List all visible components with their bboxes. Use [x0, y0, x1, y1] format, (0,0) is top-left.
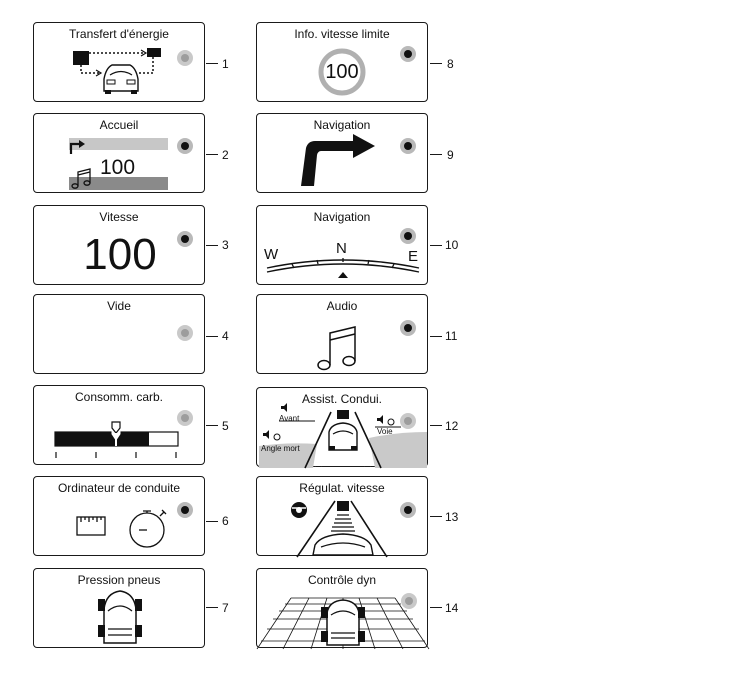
status-indicator — [400, 413, 416, 429]
panel-fuel-consumption: Consomm. carb. — [33, 385, 205, 465]
callout-number: 13 — [445, 510, 459, 524]
panel-cruise-control: Régulat. vitesse — [256, 476, 428, 558]
status-indicator — [177, 50, 193, 66]
callout-number: 14 — [445, 601, 459, 615]
trip-computer-icons — [76, 509, 167, 548]
callout-line — [430, 607, 442, 609]
panel-title: Ordinateur de conduite — [57, 481, 181, 495]
panel-title: Accueil — [99, 118, 139, 132]
steering-wheel-icon — [291, 502, 307, 518]
callout-line — [206, 63, 218, 65]
callout-number: 6 — [222, 514, 229, 528]
stopwatch-icon — [129, 509, 167, 548]
callout-number: 7 — [222, 601, 229, 615]
callout-number: 10 — [445, 238, 459, 252]
compass-west: W — [264, 246, 279, 263]
callout-number: 3 — [222, 238, 229, 252]
callout-number: 11 — [445, 329, 458, 343]
status-indicator — [177, 138, 193, 154]
callout-line — [206, 425, 218, 427]
status-indicator — [177, 325, 193, 341]
callout-line — [206, 154, 218, 156]
panel-title: Transfert d'énergie — [69, 27, 169, 41]
callout-line — [430, 245, 442, 247]
panel-tire-pressure: Pression pneus — [33, 568, 205, 648]
dynamic-control-grid-illustration — [256, 597, 430, 650]
panel-title: Vitesse — [99, 210, 139, 224]
status-indicator — [177, 410, 193, 426]
status-indicator — [400, 46, 416, 62]
home-widgets — [69, 138, 168, 190]
callout-line — [430, 425, 442, 427]
callout-number: 4 — [222, 329, 229, 343]
callout-line — [206, 336, 218, 338]
callout-number: 9 — [447, 148, 454, 162]
speed-limit-sign-icon — [318, 48, 366, 96]
fuel-consumption-bar — [54, 421, 179, 458]
panel-title: Régulat. vitesse — [299, 481, 385, 495]
panel-speed: Vitesse 100 — [33, 205, 205, 285]
callout-line — [206, 607, 218, 609]
status-indicator — [400, 502, 416, 518]
callout-number: 8 — [447, 57, 454, 71]
callout-line — [206, 245, 218, 247]
driver-assist-illustration — [259, 403, 427, 469]
panel-title: Vide — [107, 299, 131, 313]
panel-title: Assist. Condui. — [301, 392, 383, 406]
panel-title: Contrôle dyn — [307, 573, 377, 587]
sound-icon — [263, 403, 383, 439]
panel-title: Info. vitesse limite — [294, 27, 390, 41]
label-lane: Voie — [377, 427, 393, 436]
panel-trip-computer: Ordinateur de conduite — [33, 476, 205, 556]
panel-title: Audio — [326, 299, 358, 313]
panel-home: Accueil 100 — [33, 113, 205, 193]
energy-flow-icon — [73, 48, 161, 94]
panel-audio: Audio — [256, 294, 428, 374]
speed-value: 100 — [83, 230, 157, 279]
panel-navigation-compass: Navigation W N E — [256, 205, 428, 285]
car-top-view-icon — [98, 590, 142, 644]
panel-energy-transfer: Transfert d'énergie — [33, 22, 205, 102]
compass-north: N — [336, 240, 347, 257]
status-indicator — [177, 231, 193, 247]
callout-number: 1 — [222, 57, 229, 71]
callout-line — [430, 154, 442, 156]
status-indicator — [401, 593, 417, 609]
speed-limit-value: 100 — [325, 61, 359, 83]
callout-line — [430, 63, 442, 65]
label-front: Avant — [279, 414, 300, 423]
panel-navigation-turn: Navigation — [256, 113, 428, 193]
callout-line — [430, 336, 442, 338]
status-indicator — [400, 228, 416, 244]
panel-title: Navigation — [313, 210, 371, 224]
panel-title: Consomm. carb. — [74, 390, 164, 404]
status-indicator — [400, 138, 416, 154]
odometer-icon — [76, 516, 106, 536]
callout-number: 5 — [222, 419, 229, 433]
compass-icon — [266, 258, 420, 278]
panel-title: Pression pneus — [77, 573, 161, 587]
callout-line — [430, 516, 442, 518]
callout-line — [206, 521, 218, 523]
compass-east: E — [408, 248, 419, 265]
panel-driver-assist: Assist. Condui. Avant Voie Angle mort — [256, 387, 428, 469]
panel-dynamic-control: Contrôle dyn — [256, 568, 430, 650]
label-blind-spot: Angle mort — [261, 444, 300, 453]
panel-empty: Vide — [33, 294, 205, 374]
music-note-icon — [317, 326, 356, 371]
callout-number: 12 — [445, 419, 459, 433]
status-indicator — [177, 502, 193, 518]
status-indicator — [400, 320, 416, 336]
panel-speed-limit-info: Info. vitesse limite 100 — [256, 22, 428, 102]
cruise-control-illustration — [291, 500, 388, 558]
music-note-icon — [71, 168, 91, 189]
home-value: 100 — [100, 156, 136, 179]
turn-right-arrow-icon — [301, 134, 375, 186]
callout-number: 2 — [222, 148, 229, 162]
panel-title: Navigation — [313, 118, 371, 132]
